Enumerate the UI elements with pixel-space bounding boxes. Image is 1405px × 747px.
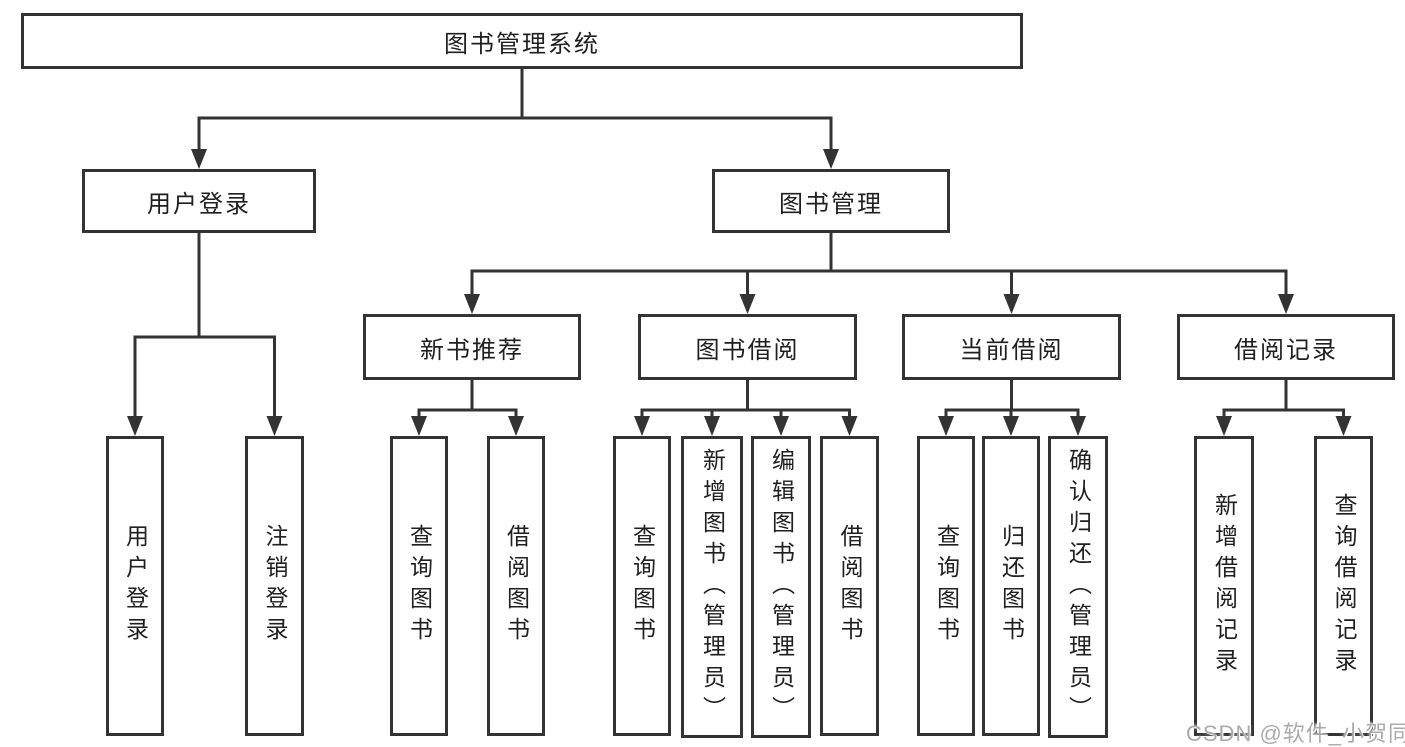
arrowhead	[1278, 294, 1294, 314]
arrowhead	[464, 294, 480, 314]
arrowhead	[191, 149, 207, 169]
node-book-borrow: 图书借阅	[638, 314, 857, 380]
leaf-return-books: 归还图书	[982, 436, 1040, 736]
node-label: 用户登录	[147, 190, 251, 218]
leaf-query-books-borrow: 查询图书	[613, 436, 671, 736]
connector-bookmgmt-split	[470, 269, 1288, 296]
node-label: 归还图书	[998, 524, 1025, 648]
node-book-management: 图书管理	[712, 169, 950, 233]
connector-newbook-split	[417, 408, 518, 418]
connector-records-split	[1222, 408, 1345, 418]
node-label: 当前借阅	[959, 336, 1064, 364]
leaf-confirm-return-admin: 确认归还（管理员）	[1048, 436, 1108, 738]
arrowhead	[1216, 416, 1232, 436]
arrowhead	[841, 416, 858, 436]
arrowhead	[1070, 416, 1086, 436]
node-label: 查询借阅记录	[1331, 493, 1357, 679]
arrowhead	[1003, 294, 1020, 314]
arrowhead	[739, 294, 756, 314]
connector-userlogin-split	[133, 335, 276, 418]
node-label: 确认归还（管理员）	[1065, 447, 1092, 727]
leaf-borrow-books-recommend: 借阅图书	[487, 436, 545, 736]
node-label: 查询图书	[933, 524, 960, 648]
connector-bookborrow-split	[640, 408, 851, 418]
leaf-add-books-admin: 新增图书（管理员）	[681, 436, 743, 738]
arrowhead	[1335, 416, 1352, 436]
leaf-query-books-current: 查询图书	[917, 436, 975, 736]
connector-root-split	[197, 116, 833, 150]
node-label: 用户登录	[122, 524, 149, 648]
node-user-login: 用户登录	[82, 169, 316, 233]
node-label: 借阅图书	[837, 524, 863, 648]
arrowhead	[411, 416, 427, 436]
node-label: 新增借阅记录	[1211, 493, 1238, 679]
node-label: 新增图书（管理员）	[699, 447, 726, 727]
leaf-query-borrow-record: 查询借阅记录	[1314, 436, 1373, 736]
node-label: 查询图书	[406, 524, 433, 648]
node-label: 借阅记录	[1234, 336, 1338, 364]
node-current-borrow: 当前借阅	[902, 314, 1121, 380]
node-label: 图书管理	[779, 190, 883, 218]
arrowhead	[266, 416, 283, 436]
arrowhead	[1003, 416, 1019, 436]
arrowhead	[773, 416, 789, 436]
leaf-user-login: 用户登录	[106, 436, 164, 736]
node-label: 注销登录	[262, 524, 288, 648]
node-label: 借阅图书	[503, 524, 530, 648]
arrowhead	[127, 416, 143, 436]
node-label: 查询图书	[629, 524, 656, 648]
leaf-query-books-recommend: 查询图书	[390, 436, 448, 736]
node-label: 新书推荐	[420, 336, 524, 364]
leaf-add-borrow-record: 新增借阅记录	[1194, 436, 1254, 736]
node-borrow-records: 借阅记录	[1177, 314, 1395, 380]
arrowhead	[634, 416, 650, 436]
arrowhead	[508, 416, 524, 436]
leaf-edit-books-admin: 编辑图书（管理员）	[751, 436, 811, 738]
arrowhead	[938, 416, 954, 436]
node-label: 编辑图书（管理员）	[768, 447, 795, 727]
leaf-borrow-books: 借阅图书	[820, 436, 879, 736]
arrowhead	[823, 149, 839, 169]
node-label: 图书管理系统	[444, 30, 600, 58]
node-new-book-recommend: 新书推荐	[363, 314, 581, 380]
watermark-text: CSDN @软件_小贺同学	[1186, 721, 1405, 746]
leaf-logout: 注销登录	[245, 436, 304, 736]
node-label: 图书借阅	[695, 336, 800, 364]
node-book-management-system: 图书管理系统	[21, 13, 1023, 69]
arrowhead	[704, 416, 720, 436]
